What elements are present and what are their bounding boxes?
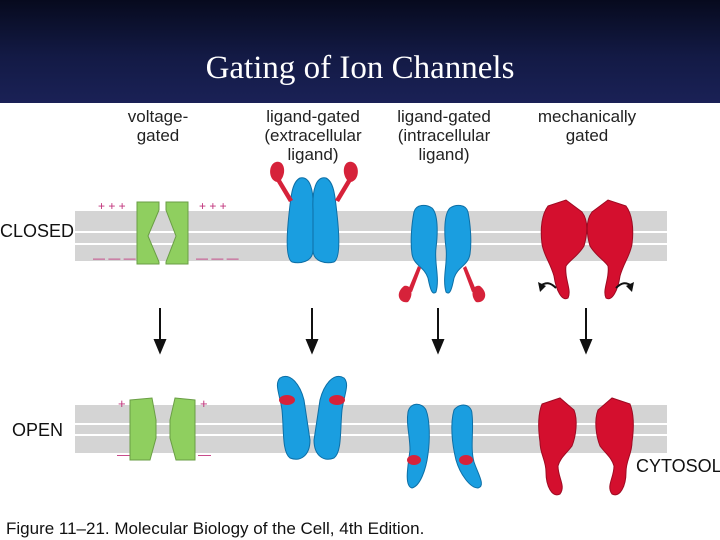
column-header-voltage-gated: voltage- gated <box>88 107 228 145</box>
channel-subunit <box>451 404 482 489</box>
column-header-line: gated <box>136 126 180 145</box>
mechanically-gated-channel-closed <box>538 199 634 300</box>
channel-subunit <box>586 199 634 300</box>
charge-positive: + <box>118 396 126 411</box>
column-header-line: gated <box>565 126 609 145</box>
arrowhead-icon <box>431 339 445 355</box>
charge-negative: — — — <box>196 251 239 265</box>
channel-subunit <box>540 199 588 300</box>
column-header-ligand-gated-intracellular: ligand-gated (intracellular ligand) <box>374 107 514 164</box>
channel-subunit <box>129 397 157 461</box>
column-header-line: ligand) <box>287 145 339 164</box>
charge-negative: — <box>198 447 211 462</box>
charge-negative: — — — <box>93 251 136 265</box>
membrane-open <box>75 405 667 453</box>
channel-subunit <box>165 201 189 265</box>
voltage-gated-channel-closed <box>136 201 189 265</box>
charge-positive: + <box>200 396 208 411</box>
channel-subunit <box>595 397 634 496</box>
channel-subunit <box>169 397 196 461</box>
channel-subunit <box>538 397 577 496</box>
column-header-line: (extracellular <box>264 126 362 145</box>
ligand-molecule <box>270 161 293 202</box>
row-label-closed: CLOSED <box>0 221 74 241</box>
column-header-mechanically-gated: mechanically gated <box>517 107 657 145</box>
transition-arrows <box>153 308 593 355</box>
ligand-molecule <box>335 161 358 202</box>
ligand-molecule <box>459 455 473 465</box>
ligand-molecule <box>279 395 295 405</box>
channel-subunit <box>286 177 314 264</box>
channel-subunit <box>406 403 430 489</box>
channel-subunit <box>312 177 340 264</box>
ligand-molecule <box>329 395 345 405</box>
slide-title: Gating of Ion Channels <box>205 50 515 86</box>
figure-caption: Figure 11–21. Molecular Biology of the C… <box>6 519 425 538</box>
arrowhead-icon <box>579 339 593 355</box>
column-header-line: ligand-gated <box>266 107 360 126</box>
voltage-gated-channel-open <box>129 397 196 461</box>
column-header-line: (intracellular <box>397 126 491 145</box>
arrowhead-icon <box>305 339 319 355</box>
channel-subunit <box>444 204 472 294</box>
ligand-gated-extracellular-channel-closed <box>270 161 358 264</box>
mechanically-gated-channel-open <box>538 397 634 496</box>
column-header-line: voltage- <box>127 107 189 126</box>
row-label-cytosol: CYTOSOL <box>636 456 720 476</box>
ligand-gated-intracellular-channel-open <box>406 403 482 489</box>
channel-subunit <box>136 201 160 265</box>
column-header-line: mechanically <box>537 107 637 126</box>
membrane-bilayer <box>75 405 667 453</box>
charge-positive: + + + <box>199 199 227 213</box>
row-label-open: OPEN <box>12 420 63 440</box>
column-header-ligand-gated-extracellular: ligand-gated (extracellular ligand) <box>243 107 383 164</box>
channel-subunit <box>410 204 438 294</box>
ligand-gated-extracellular-channel-open <box>276 376 348 460</box>
ligand-molecule <box>407 455 421 465</box>
arrowhead-icon <box>538 282 546 292</box>
ligand-gated-intracellular-channel-closed <box>398 204 486 303</box>
title-band <box>0 0 720 103</box>
column-header-line: ligand) <box>418 145 470 164</box>
column-header-line: ligand-gated <box>397 107 491 126</box>
arrowhead-icon <box>153 339 167 355</box>
ligand-molecule <box>463 266 486 303</box>
charge-negative: — <box>117 447 130 462</box>
arrowhead-icon <box>626 282 634 292</box>
charge-positive: + + + <box>98 199 126 213</box>
ligand-molecule <box>398 266 421 303</box>
